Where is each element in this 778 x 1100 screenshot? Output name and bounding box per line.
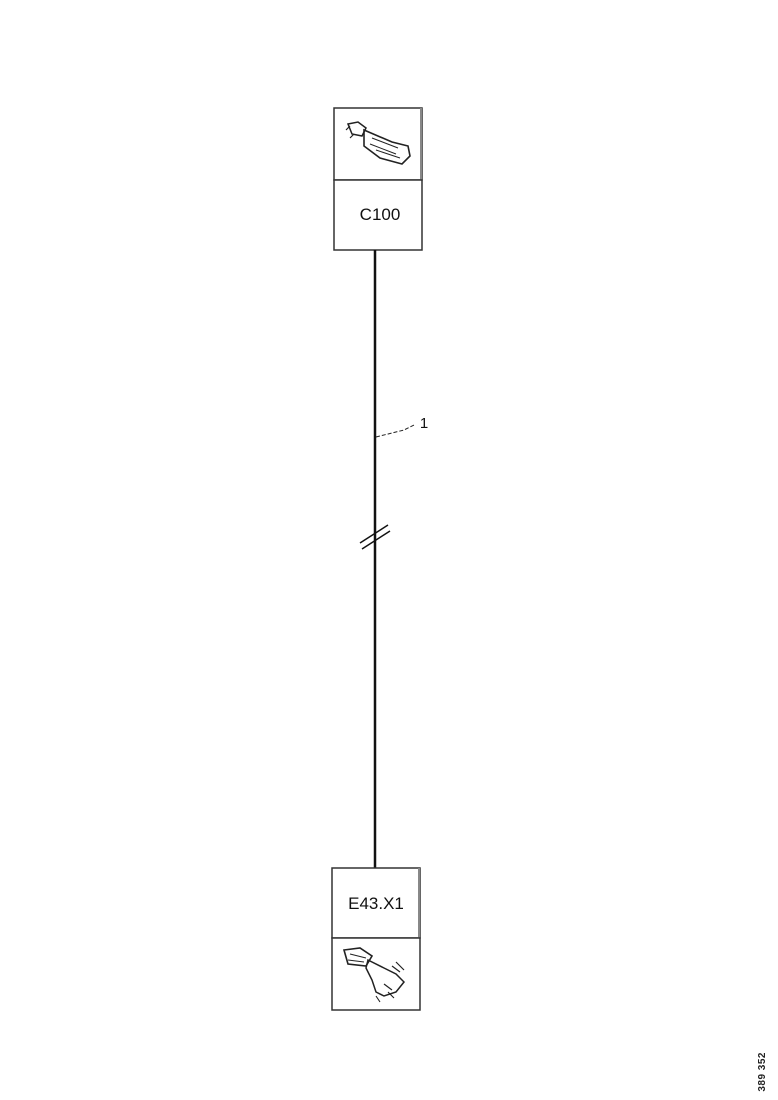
- connector-plug-icon: [342, 947, 406, 1003]
- bottom-connector-label: E43.X1: [348, 894, 404, 913]
- callout-leader: [375, 424, 415, 438]
- top-connector-block[interactable]: C100: [333, 107, 423, 251]
- top-connector-label-box: [333, 179, 423, 251]
- connector-plug-icon: [345, 121, 411, 165]
- wire-callout: 1: [375, 415, 428, 438]
- reference-number: 389 352: [757, 1052, 768, 1092]
- top-connector-icon-box: [333, 107, 423, 181]
- bottom-connector-label-box: [331, 867, 421, 939]
- bottom-connector-block[interactable]: E43.X1: [331, 867, 421, 1011]
- top-connector-label: C100: [360, 205, 401, 224]
- bottom-connector-icon-box: [331, 937, 421, 1011]
- wire-break-symbol: [359, 524, 391, 550]
- wire-callout-label: 1: [420, 415, 428, 432]
